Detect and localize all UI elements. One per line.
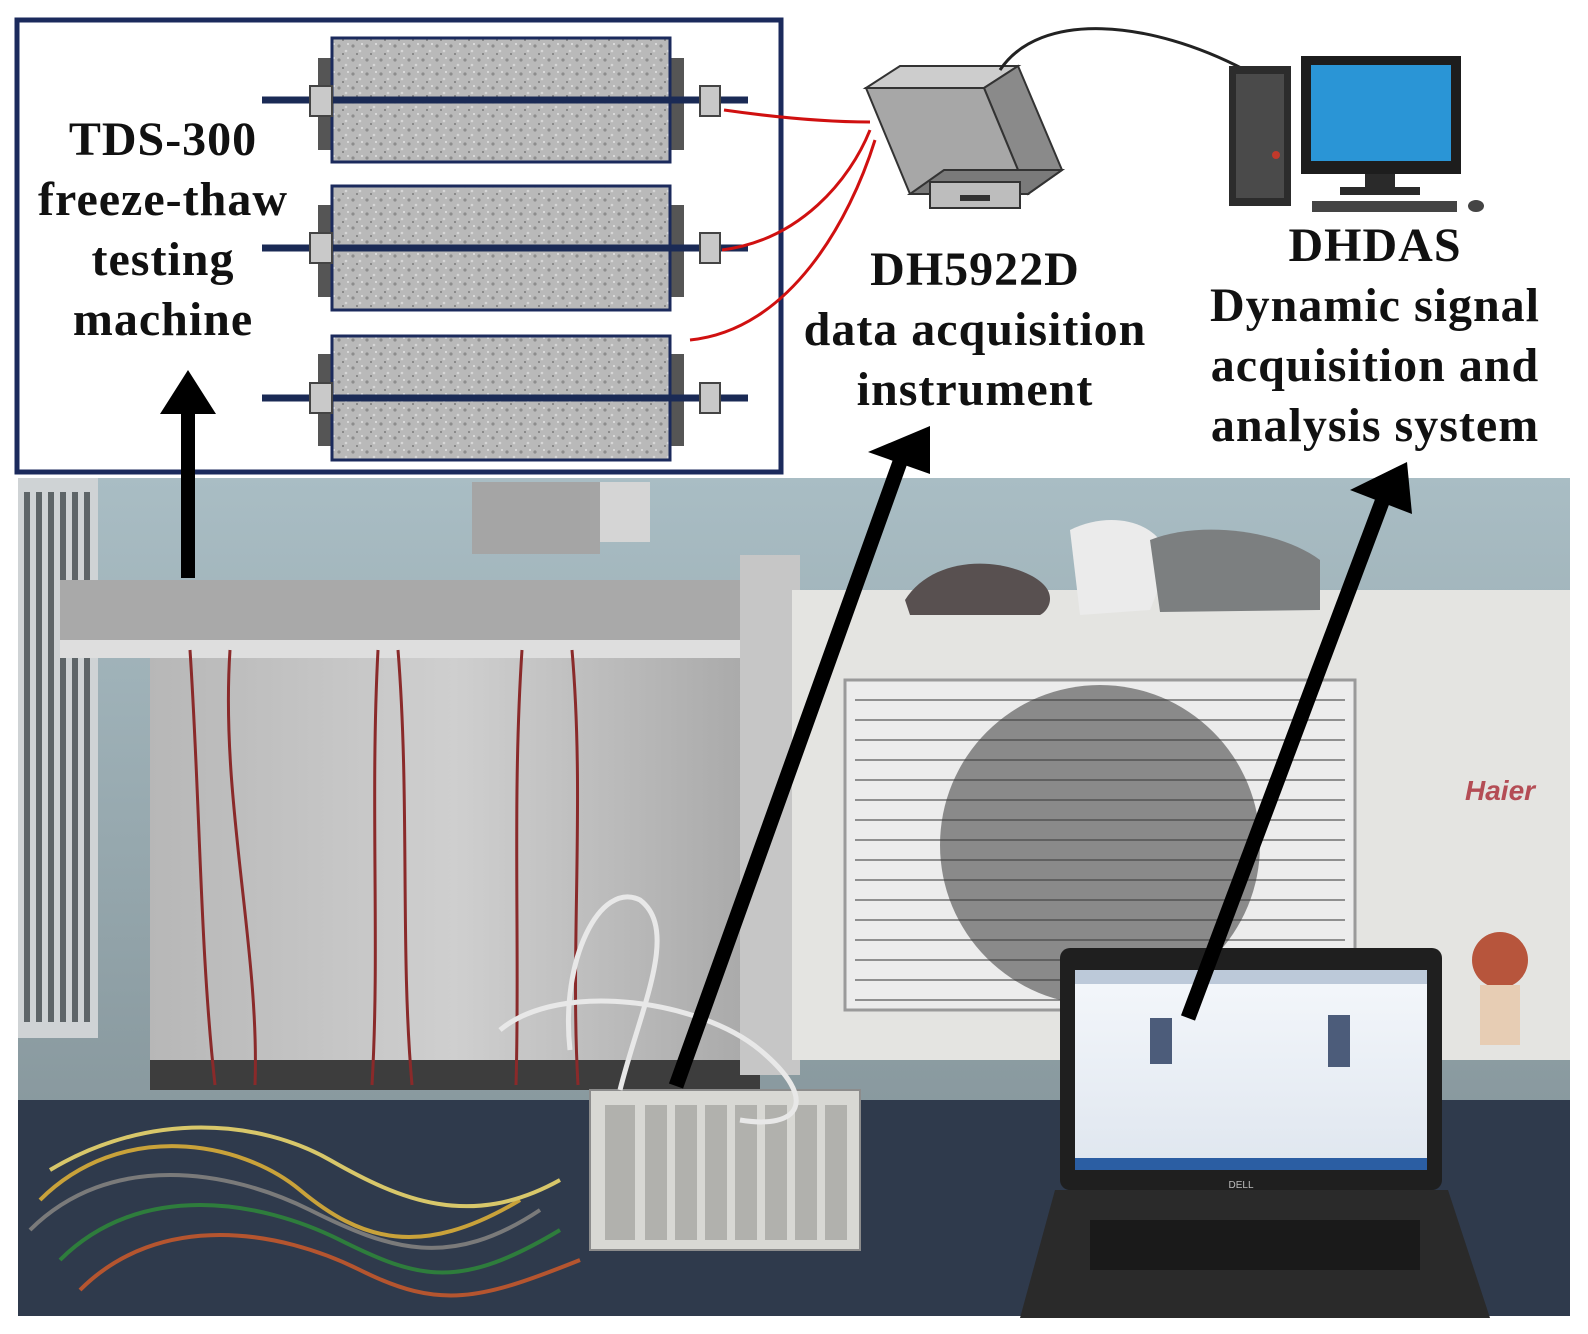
pc-label-line3: acquisition and	[1210, 339, 1540, 392]
pc-label-line2: Dynamic signal	[1209, 279, 1541, 332]
arrow-up-icon	[668, 426, 930, 1089]
machine-label-line1: TDS-300	[68, 113, 258, 166]
desktop-computer-icon	[1229, 56, 1484, 212]
pc-label-line4: analysis system	[1210, 399, 1540, 452]
lab-photo: Haier DELL	[18, 478, 1570, 1318]
pc-label-line1: DHDAS	[1288, 219, 1462, 272]
machine-label-line2: freeze-thaw	[38, 173, 288, 226]
machine-schematic-panel	[14, 17, 784, 475]
arrow-up-icon	[160, 370, 216, 578]
daq-label-line1: DH5922D	[870, 243, 1080, 296]
daq-label-line2: data acquisition	[803, 303, 1147, 356]
machine-label-line4: machine	[72, 293, 254, 346]
arrow-up-icon	[1180, 462, 1412, 1021]
daq-unit-icon	[862, 64, 1066, 209]
arrows	[160, 370, 1412, 1089]
sensor-wires	[689, 108, 877, 342]
specimen-bar-icon	[262, 334, 748, 462]
haier-brand-text: Haier	[1465, 775, 1537, 806]
specimen-bar-icon	[262, 184, 748, 312]
dell-brand-text: DELL	[1228, 1180, 1253, 1191]
network-cable	[998, 27, 1246, 72]
machine-label-line3: testing	[91, 233, 235, 286]
daq-label-line3: instrument	[856, 363, 1094, 416]
specimen-bar-icon	[262, 36, 748, 164]
